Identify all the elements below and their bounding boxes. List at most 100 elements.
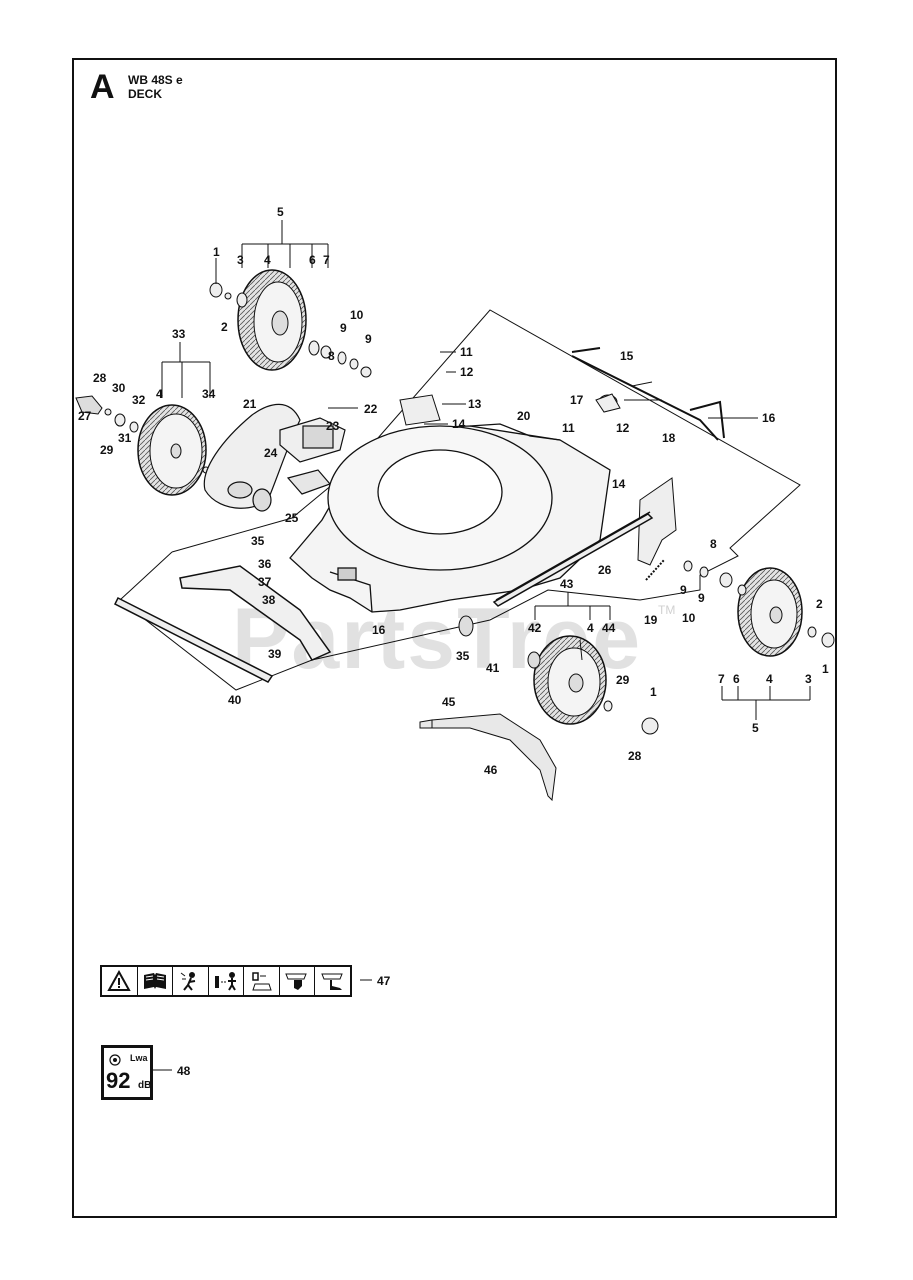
callout-8: 8: [328, 349, 335, 363]
callout-4: 4: [264, 253, 271, 267]
callout-43: 43: [560, 577, 574, 591]
callout-9a: 9: [340, 321, 347, 335]
callout-25: 25: [285, 511, 299, 525]
callout-13: 13: [468, 397, 482, 411]
axles: [113, 511, 654, 683]
callout-14-mid: 14: [612, 477, 626, 491]
callout-28-right: 28: [628, 749, 642, 763]
callout-4-right: 4: [766, 672, 773, 686]
handle-rod: [571, 347, 725, 441]
keep-distance-icon: [209, 967, 245, 995]
noise-unit: dB: [138, 1080, 152, 1091]
callout-4-left: 4: [156, 387, 163, 401]
callout-35-center: 35: [456, 649, 470, 663]
sound-icon: [109, 1054, 121, 1066]
callout-7-right: 7: [718, 672, 725, 686]
callout-9-right-b: 9: [698, 591, 705, 605]
section-title: DECK: [128, 87, 163, 101]
callout-6-right: 6: [733, 672, 740, 686]
callout-8-right: 8: [710, 537, 717, 551]
callout-35-left: 35: [251, 534, 265, 548]
rear-flap: [419, 713, 557, 802]
callout-40: 40: [228, 693, 242, 707]
callout-2-right: 2: [816, 597, 823, 611]
callout-37: 37: [258, 575, 272, 589]
callout-27: 27: [78, 409, 92, 423]
callout-36: 36: [258, 557, 272, 571]
callout-23: 23: [326, 419, 340, 433]
callout-17: 17: [570, 393, 584, 407]
rear-wheel-left: [137, 404, 207, 496]
callout-5-right: 5: [752, 721, 759, 735]
front-wheel-right: [683, 560, 835, 657]
callout-15: 15: [620, 349, 634, 363]
callout-32: 32: [132, 393, 146, 407]
noise-symbol: Lwa: [130, 1053, 148, 1063]
callout-24: 24: [264, 446, 278, 460]
callout-9b: 9: [365, 332, 372, 346]
front-wheel-center: [458, 615, 659, 735]
spring-and-knob: [595, 393, 665, 581]
callout-30: 30: [112, 381, 126, 395]
callout-45: 45: [442, 695, 456, 709]
diagram-frame: [72, 58, 837, 1218]
callout-18: 18: [662, 431, 676, 445]
callout-44: 44: [602, 621, 616, 635]
callout-7: 7: [323, 253, 330, 267]
callout-6: 6: [309, 253, 316, 267]
drive-housing: [203, 403, 346, 512]
callout-29-left: 29: [100, 443, 114, 457]
callout-16-right: 16: [762, 411, 776, 425]
callout-33: 33: [172, 327, 186, 341]
callout-41: 41: [486, 661, 500, 675]
section-letter: A: [90, 68, 115, 106]
callout-1: 1: [213, 245, 220, 259]
thrown-objects-icon: [173, 967, 209, 995]
callout-42: 42: [528, 621, 542, 635]
callout-9-right-a: 9: [680, 583, 687, 597]
callout-16-left: 16: [372, 623, 386, 637]
callout-2: 2: [221, 320, 228, 334]
callout-3-right: 3: [805, 672, 812, 686]
callout-47: 47: [377, 974, 391, 988]
watermark-tm: TM: [658, 603, 676, 617]
callout-5: 5: [277, 205, 284, 219]
hand-blade-warning-icon: [280, 967, 316, 995]
read-manual-icon: [138, 967, 174, 995]
callout-48: 48: [177, 1064, 191, 1078]
callout-1-right: 1: [822, 662, 829, 676]
callout-10-right: 10: [682, 611, 696, 625]
deck-plane-outline: [119, 309, 801, 691]
brackets: [399, 394, 677, 566]
callout-22: 22: [364, 402, 378, 416]
leader-lines: [152, 220, 811, 1071]
callout-3: 3: [237, 253, 244, 267]
warning-triangle-icon: [102, 967, 138, 995]
callout-11-mid: 11: [562, 421, 575, 435]
callout-4-center: 4: [587, 621, 594, 635]
foot-blade-warning-icon: [315, 967, 350, 995]
noise-level-decal: Lwa 92 dB: [101, 1045, 153, 1100]
callout-labels: 5 1 3 4 6 7 2 10 9 9 8 33 4 34 28 30 32 …: [78, 205, 829, 1078]
disconnect-plug-icon: [244, 967, 280, 995]
model-title: WB 48S e DECK: [128, 73, 183, 101]
callout-46: 46: [484, 763, 498, 777]
callout-19: 19: [644, 613, 658, 627]
callout-11-top: 11: [460, 345, 473, 359]
noise-value: 92: [106, 1068, 131, 1093]
callout-12-top: 12: [460, 365, 474, 379]
callout-29-right: 29: [616, 673, 630, 687]
callout-1-center: 1: [650, 685, 657, 699]
wheel-left-parts: [75, 395, 210, 474]
wheel-top-washers: [209, 282, 372, 378]
callout-28-left: 28: [93, 371, 107, 385]
callout-20: 20: [517, 409, 531, 423]
callout-26: 26: [598, 563, 612, 577]
rear-wheel-top: [237, 269, 307, 371]
callout-31: 31: [118, 431, 132, 445]
safety-decal-strip: [100, 965, 352, 997]
callout-12-mid: 12: [616, 421, 630, 435]
callout-39: 39: [268, 647, 282, 661]
callout-21: 21: [243, 397, 257, 411]
